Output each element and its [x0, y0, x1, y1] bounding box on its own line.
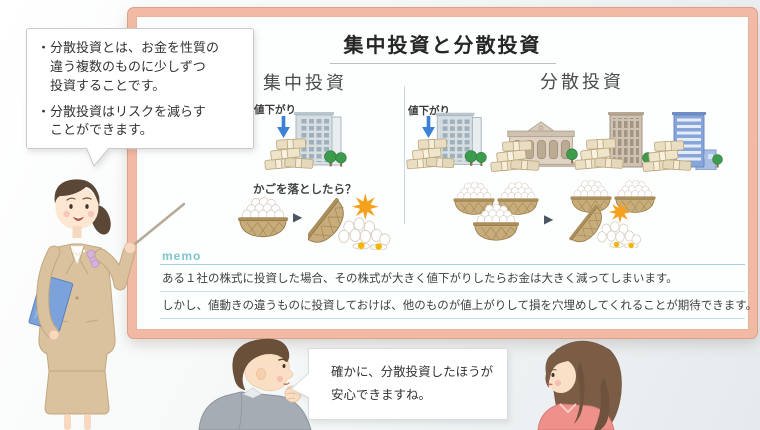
page-title: 集中投資と分散投資: [329, 29, 556, 64]
money-bank-icon: [490, 114, 578, 172]
diversified-heading: 分散投資: [540, 72, 624, 92]
money-building-icon: [406, 112, 490, 170]
bubble-text: ・分散投資とは、お金を性質の: [37, 40, 220, 55]
bubble-text: ことができます。: [50, 122, 153, 138]
memo-rule: [160, 318, 745, 319]
money-blue-building-icon: [642, 112, 726, 172]
woman-illustration: [537, 340, 622, 430]
broken-egg-basket-icon: [308, 192, 394, 250]
bubble-text: 違う複数のものに少しずつ: [50, 58, 206, 74]
memo-text: ある１社の株式に投資した場合、その株式が大きく値下がりしたらお金は大きく減ってし…: [162, 273, 678, 285]
bubble-text: ・分散投資はリスクを減らす: [37, 103, 206, 119]
pointer-stick: [128, 202, 186, 250]
bubble-text: 確かに、分散投資したほうが: [331, 365, 494, 379]
teacher-speech-bubble: ・分散投資とは、お金を性質の 違う複数のものに少しずつ 投資することです。 ・分…: [26, 28, 254, 168]
transition-arrow-icon: ▶: [544, 212, 554, 226]
man-illustration: [198, 338, 312, 430]
bubble-text: 投資することです。: [50, 77, 166, 93]
basket-question-label: かごを落としたら？: [253, 184, 357, 196]
transition-arrow-icon: ▶: [293, 210, 303, 224]
bubble-text: 安心できますね。: [331, 387, 432, 402]
egg-baskets-icon: [452, 182, 540, 244]
teacher-illustration: [28, 179, 186, 430]
board-title-wrap: 集中投資と分散投資: [136, 29, 749, 64]
memo-label: memo: [162, 249, 202, 263]
section-divider: [404, 86, 405, 224]
speech-bubble-tail: [85, 146, 111, 168]
concentrated-price-drop-label: 値下がり: [254, 104, 296, 116]
money-building-icon: [264, 112, 350, 170]
baskets-one-broken-icon: [562, 180, 658, 248]
student-speech-bubble: 確かに、分散投資したほうが 安心できますね。: [290, 348, 508, 420]
memo-text: しかし、値動きの違うものに投資しておけば、他のものが値上がりして損を穴埋めしてく…: [162, 300, 758, 312]
memo-rule: [160, 264, 745, 265]
memo-rule: [160, 291, 745, 292]
speech-bubble-tail: [290, 371, 311, 399]
concentrated-heading: 集中投資: [263, 73, 347, 93]
egg-basket-icon: [238, 197, 288, 239]
